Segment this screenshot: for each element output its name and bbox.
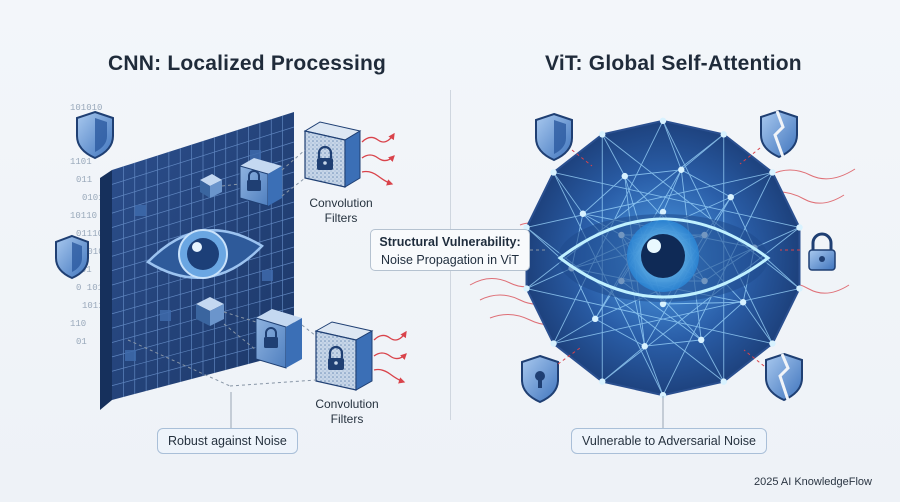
shield-icon (76, 110, 114, 160)
attention-node (720, 378, 727, 385)
attention-node (592, 315, 599, 323)
noise-deflect-arrows-bottom (373, 330, 407, 384)
cnn-grid-panel (100, 112, 295, 410)
attention-node (698, 336, 705, 344)
attention-node (769, 169, 776, 176)
center-box-title: Structural Vulnerability: (379, 235, 521, 249)
filter-label-top-line1: Convolution (309, 196, 373, 210)
attention-node (659, 392, 667, 399)
attention-node (659, 208, 667, 216)
binary-text: 01110 (76, 229, 103, 239)
footer-credit: 2025 AI KnowledgeFlow (753, 476, 872, 488)
shield-lock-icon (521, 354, 559, 404)
broken-shield-icon (765, 352, 803, 402)
lock-icon (317, 145, 333, 170)
cnn-caption: Robust against Noise (157, 428, 298, 454)
binary-text: 1011 (82, 301, 104, 311)
vit-eye-icon (557, 214, 771, 302)
lock-icon (808, 232, 836, 271)
cnn-panel-title: CNN: Localized Processing (108, 52, 387, 75)
attention-node (641, 343, 648, 350)
binary-text: 0101 (82, 193, 104, 203)
binary-text: 10110 (70, 211, 97, 221)
cnn-filter-cube-lock-2 (255, 309, 302, 369)
lock-icon (247, 170, 261, 191)
binary-text: 1101 (70, 157, 92, 167)
attention-node (678, 166, 685, 173)
binary-text: 011 (76, 175, 92, 185)
attention-node (769, 340, 776, 347)
attention-node (550, 169, 557, 176)
binary-text: 110 (70, 319, 86, 329)
binary-text: 1010 (82, 247, 104, 257)
structural-vulnerability-box: Structural Vulnerability: Noise Propagat… (370, 229, 530, 271)
attention-node (796, 224, 803, 231)
vit-dashed-links (557, 147, 800, 367)
filter-label-bottom: Convolution Filters (310, 397, 384, 427)
cnn-dashed-links-bottom (127, 311, 317, 387)
binary-text: 101010 (70, 103, 102, 113)
vit-attention-sphere (523, 117, 803, 399)
attention-node (579, 210, 587, 217)
attention-node (796, 285, 803, 292)
lock-icon (328, 345, 344, 370)
cnn-filter-cube-lock-1 (239, 158, 282, 207)
attention-node (523, 285, 530, 292)
lock-icon (264, 327, 278, 348)
cnn-filter-cube-small-2 (196, 297, 224, 326)
attention-node (739, 299, 747, 306)
cnn-filter-cube-small-1 (200, 174, 222, 198)
attention-node (720, 131, 727, 138)
broken-shield-icon (760, 109, 798, 159)
noise-deflect-arrows-top (361, 132, 395, 186)
filter-label-top-line2: Filters (324, 211, 358, 225)
filter-label-bottom-line1: Convolution (315, 397, 379, 411)
shield-icon (535, 112, 573, 162)
attention-node (659, 300, 667, 308)
binary-text: 01 (76, 337, 87, 347)
attention-node (599, 378, 606, 385)
vit-caption: Vulnerable to Adversarial Noise (571, 428, 767, 454)
cnn-filter-cube-noise-2 (314, 321, 374, 391)
attention-node (727, 193, 734, 201)
filter-label-top: Convolution Filters (306, 196, 376, 226)
cnn-eye-icon (146, 229, 264, 279)
binary-text: 0 101 (76, 283, 103, 293)
attention-node (599, 131, 606, 138)
attention-node (659, 117, 667, 125)
attention-node (621, 172, 628, 180)
filter-label-bottom-line2: Filters (330, 412, 364, 426)
center-box-subtitle: Noise Propagation in ViT (380, 253, 520, 267)
cnn-dashed-links-top (221, 149, 306, 197)
shield-icon (55, 234, 89, 280)
attention-node (550, 340, 557, 347)
cnn-filter-cube-noise-1 (303, 121, 362, 188)
vit-panel-title: ViT: Global Self-Attention (545, 52, 802, 75)
